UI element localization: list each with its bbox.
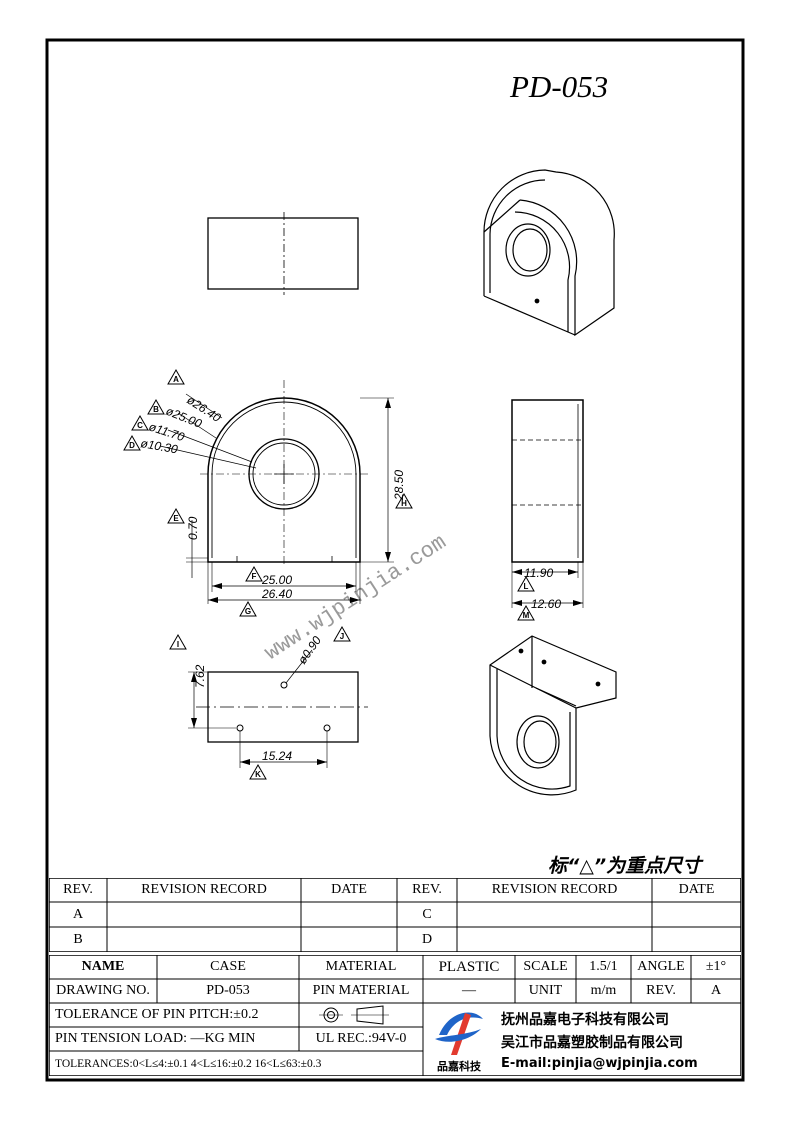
dim-f: 25.00 <box>261 573 292 587</box>
rev-d: D <box>421 931 433 947</box>
callout-b: B <box>147 398 165 415</box>
unit-value: m/m <box>590 983 617 998</box>
callout-letter: I <box>177 640 179 649</box>
title-block-grid <box>49 955 741 1076</box>
ul-rec: UL REC.:94V-0 <box>315 1031 407 1046</box>
iso-view-front <box>483 169 615 337</box>
rev-header-2: REV. <box>412 882 442 897</box>
callout-h: H <box>395 492 413 509</box>
company-name-1: 抚州品嘉电子科技有限公司 <box>501 1012 669 1028</box>
callout-letter: H <box>401 499 407 508</box>
callout-markers: A B C D E F G H I J K L M <box>123 368 535 780</box>
callout-letter: G <box>245 607 251 616</box>
side-view-arrows <box>512 569 583 606</box>
callout-letter: E <box>173 514 179 523</box>
callout-g: G <box>239 600 257 617</box>
case-label: CASE <box>210 959 246 974</box>
key-dimension-note: 标“△”为重点尺寸 <box>548 855 704 877</box>
scale-value: 1.5/1 <box>589 959 618 974</box>
revision-record-header-2: REVISION RECORD <box>491 882 618 897</box>
dim-g: 26.40 <box>261 587 292 601</box>
dim-k: 15.24 <box>262 749 292 763</box>
callout-k: K <box>249 763 267 780</box>
dim-h: 28.50 <box>392 470 406 501</box>
rev-b: B <box>73 931 83 947</box>
date-header-1: DATE <box>331 882 367 897</box>
revision-table: REV. REVISION RECORD DATE REV. REVISION … <box>49 878 741 952</box>
front-view <box>159 380 394 604</box>
company-name-2: 吴江市品嘉塑胶制品有限公司 <box>501 1035 683 1051</box>
revision-record-header-1: REVISION RECORD <box>141 882 267 897</box>
side-view <box>511 399 584 608</box>
callout-a: A <box>167 368 185 385</box>
callout-letter: K <box>255 770 261 779</box>
callout-d: D <box>123 434 141 451</box>
callout-letter: L <box>524 582 529 591</box>
callout-letter: M <box>523 611 530 620</box>
callout-letter: A <box>173 375 179 384</box>
callout-c: C <box>131 414 149 431</box>
material-value: PLASTIC <box>438 958 500 975</box>
callout-letter: J <box>340 632 344 641</box>
callout-letter: C <box>137 421 143 430</box>
pin-material-label: PIN MATERIAL <box>312 983 410 998</box>
part-number-title: PD-053 <box>509 69 608 104</box>
logo-text: 品嘉科技 <box>437 1059 481 1073</box>
sheet-border <box>45 38 745 1082</box>
rev-header-1: REV. <box>63 882 93 897</box>
dim-i: 7.62 <box>193 664 207 688</box>
revision-grid <box>49 878 741 952</box>
drawing-no-label: DRAWING NO. <box>56 983 150 998</box>
bottom-view-arrows <box>191 672 327 765</box>
iso-view-rear <box>489 635 617 796</box>
general-tolerances: TOLERANCES:0<L≤4:±0.1 4<L≤16:±0.2 16<L≤6… <box>55 1057 322 1070</box>
pin-tension-load: PIN TENSION LOAD: —KG MIN <box>55 1031 256 1046</box>
dim-e: 0.70 <box>186 516 200 540</box>
rev-a: A <box>72 906 84 922</box>
pin-pitch-tolerance: TOLERANCE OF PIN PITCH:±0.2 <box>55 1007 259 1022</box>
rev-c: C <box>422 906 432 922</box>
company-email: E-mail:pinjia@wjpinjia.com <box>501 1055 698 1071</box>
date-header-2: DATE <box>678 882 715 897</box>
unit-label: UNIT <box>528 983 563 998</box>
callout-m: M <box>517 604 535 621</box>
material-label: MATERIAL <box>325 959 397 974</box>
callout-letter: D <box>129 441 135 450</box>
name-label: NAME <box>81 959 125 974</box>
scale-label: SCALE <box>523 959 568 974</box>
callout-j: J <box>333 625 351 642</box>
dim-l: 11.90 <box>524 566 553 580</box>
rev-label: REV. <box>646 983 676 998</box>
callout-i: I <box>169 633 187 650</box>
callout-f: F <box>245 565 263 582</box>
pin-material-value: — <box>462 983 476 998</box>
rev-value: A <box>710 983 722 998</box>
angle-value: ±1° <box>705 959 727 974</box>
dim-m: 12.60 <box>531 597 561 611</box>
callout-e: E <box>167 507 185 524</box>
top-view <box>207 212 359 295</box>
dim-d: ø10.30 <box>139 436 179 456</box>
title-block: NAME CASE MATERIAL PLASTIC SCALE 1.5/1 A… <box>49 955 741 1076</box>
drawing-no-value: PD-053 <box>206 983 250 998</box>
angle-label: ANGLE <box>637 959 685 974</box>
front-view-arrows <box>208 398 391 603</box>
callout-l: L <box>517 575 535 592</box>
projection-symbol-icon <box>319 1005 389 1025</box>
callout-letter: F <box>252 572 257 581</box>
company-logo-icon <box>435 1012 483 1055</box>
callout-letter: B <box>153 405 159 414</box>
